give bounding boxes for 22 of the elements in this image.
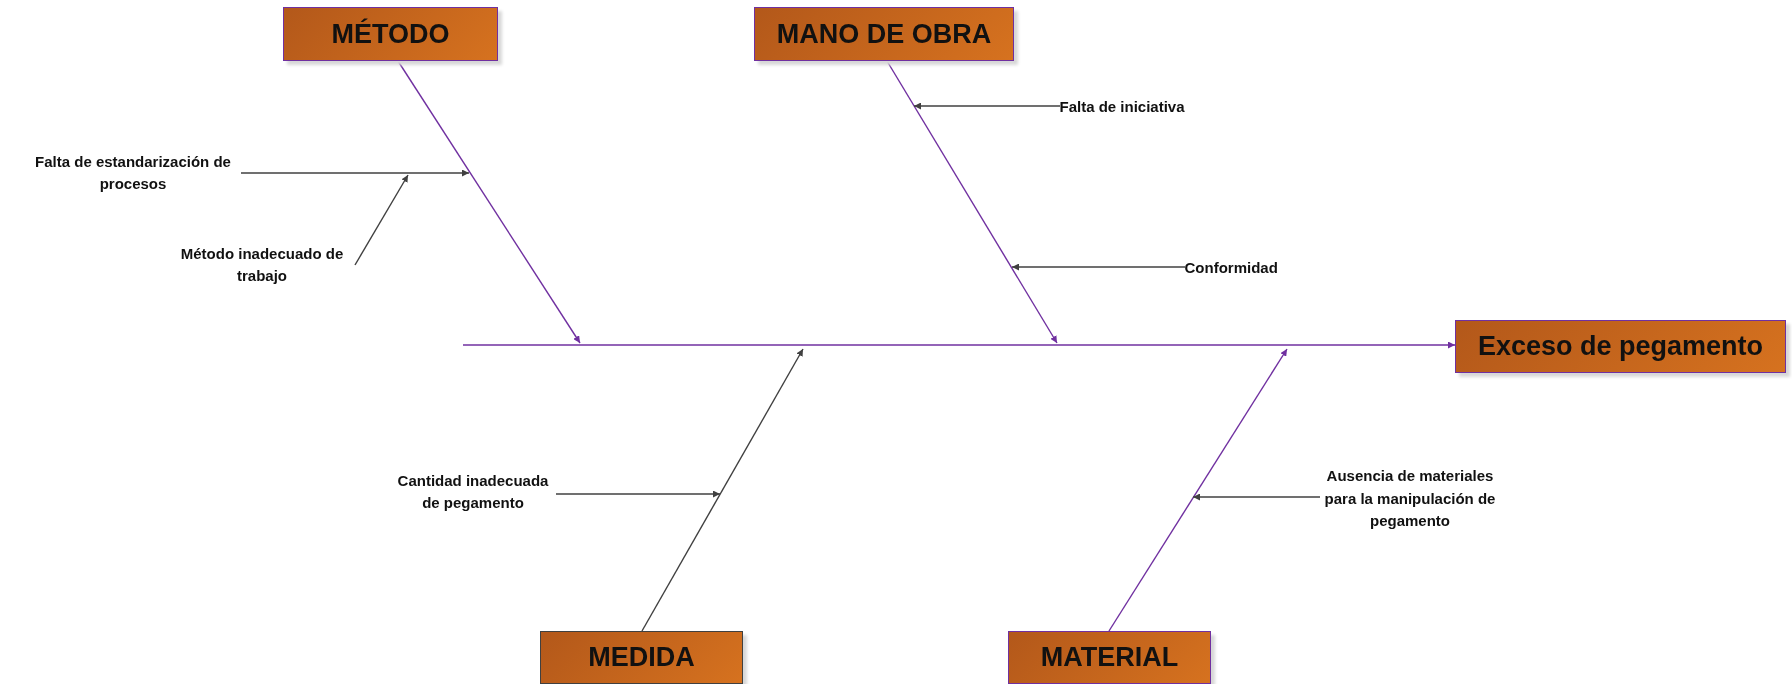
arrow bbox=[913, 102, 1061, 110]
arrow bbox=[240, 169, 470, 177]
cause-label: Método inadecuado de trabajo bbox=[169, 242, 355, 288]
arrow bbox=[1108, 348, 1288, 632]
cause-label: Ausencia de materiales para la manipulación de pegamento bbox=[1320, 465, 1500, 533]
cause-label: Conformidad bbox=[1184, 256, 1278, 279]
arrow bbox=[1011, 263, 1186, 271]
cause-label: Falta de iniciativa bbox=[1059, 95, 1185, 118]
arrow bbox=[1192, 493, 1321, 501]
arrow bbox=[397, 60, 581, 344]
category-box: MEDIDA bbox=[540, 631, 743, 684]
arrow bbox=[555, 490, 721, 498]
category-box: MÉTODO bbox=[283, 7, 498, 61]
category-box: MANO DE OBRA bbox=[754, 7, 1014, 61]
cause-label: Cantidad inadecuada de pegamento bbox=[390, 469, 556, 515]
arrow bbox=[462, 341, 1456, 349]
arrow bbox=[354, 174, 409, 266]
effect-box: Exceso de pegamento bbox=[1455, 320, 1786, 373]
cause-label: Falta de estandarización de procesos bbox=[25, 150, 241, 196]
category-box: MATERIAL bbox=[1008, 631, 1211, 684]
arrow bbox=[886, 60, 1058, 344]
arrow bbox=[641, 348, 804, 632]
